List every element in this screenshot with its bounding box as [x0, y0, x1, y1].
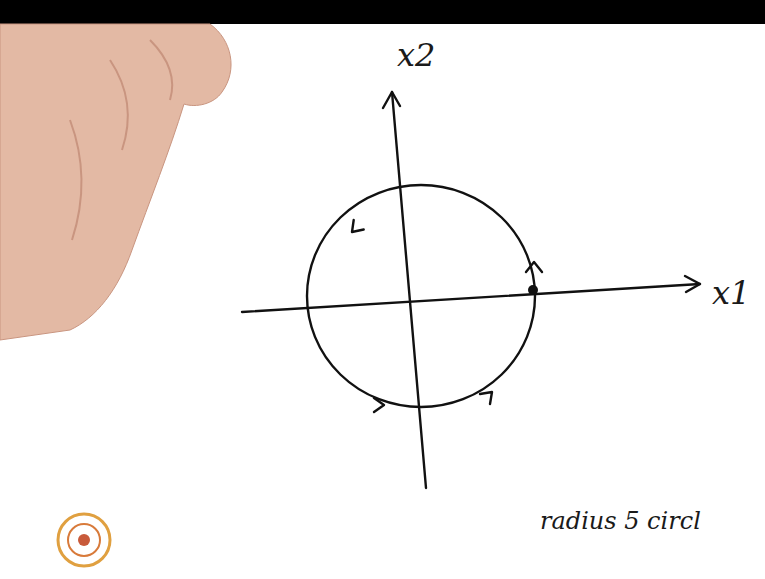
finger-creases — [70, 40, 172, 240]
top-bar — [0, 0, 765, 24]
axis-arrowhead — [383, 92, 400, 108]
trajectory-circle — [307, 185, 535, 407]
axis-label: x1 — [712, 276, 750, 311]
initial-point — [528, 285, 538, 295]
flow-arrowhead — [480, 392, 492, 404]
flow-arrowhead — [352, 220, 364, 232]
logo-ring — [58, 514, 110, 566]
note-text: radius 5 circl — [540, 508, 701, 534]
logo-core — [78, 534, 90, 546]
logo — [58, 514, 110, 566]
x2-axis — [392, 92, 426, 488]
hand — [0, 24, 231, 340]
flow-arrowhead — [526, 262, 542, 272]
logo-ring — [68, 524, 100, 556]
x1-axis — [242, 284, 700, 312]
flow-arrowhead — [374, 398, 384, 412]
axis-arrowhead — [685, 276, 700, 292]
axis-label: x2 — [397, 38, 435, 73]
